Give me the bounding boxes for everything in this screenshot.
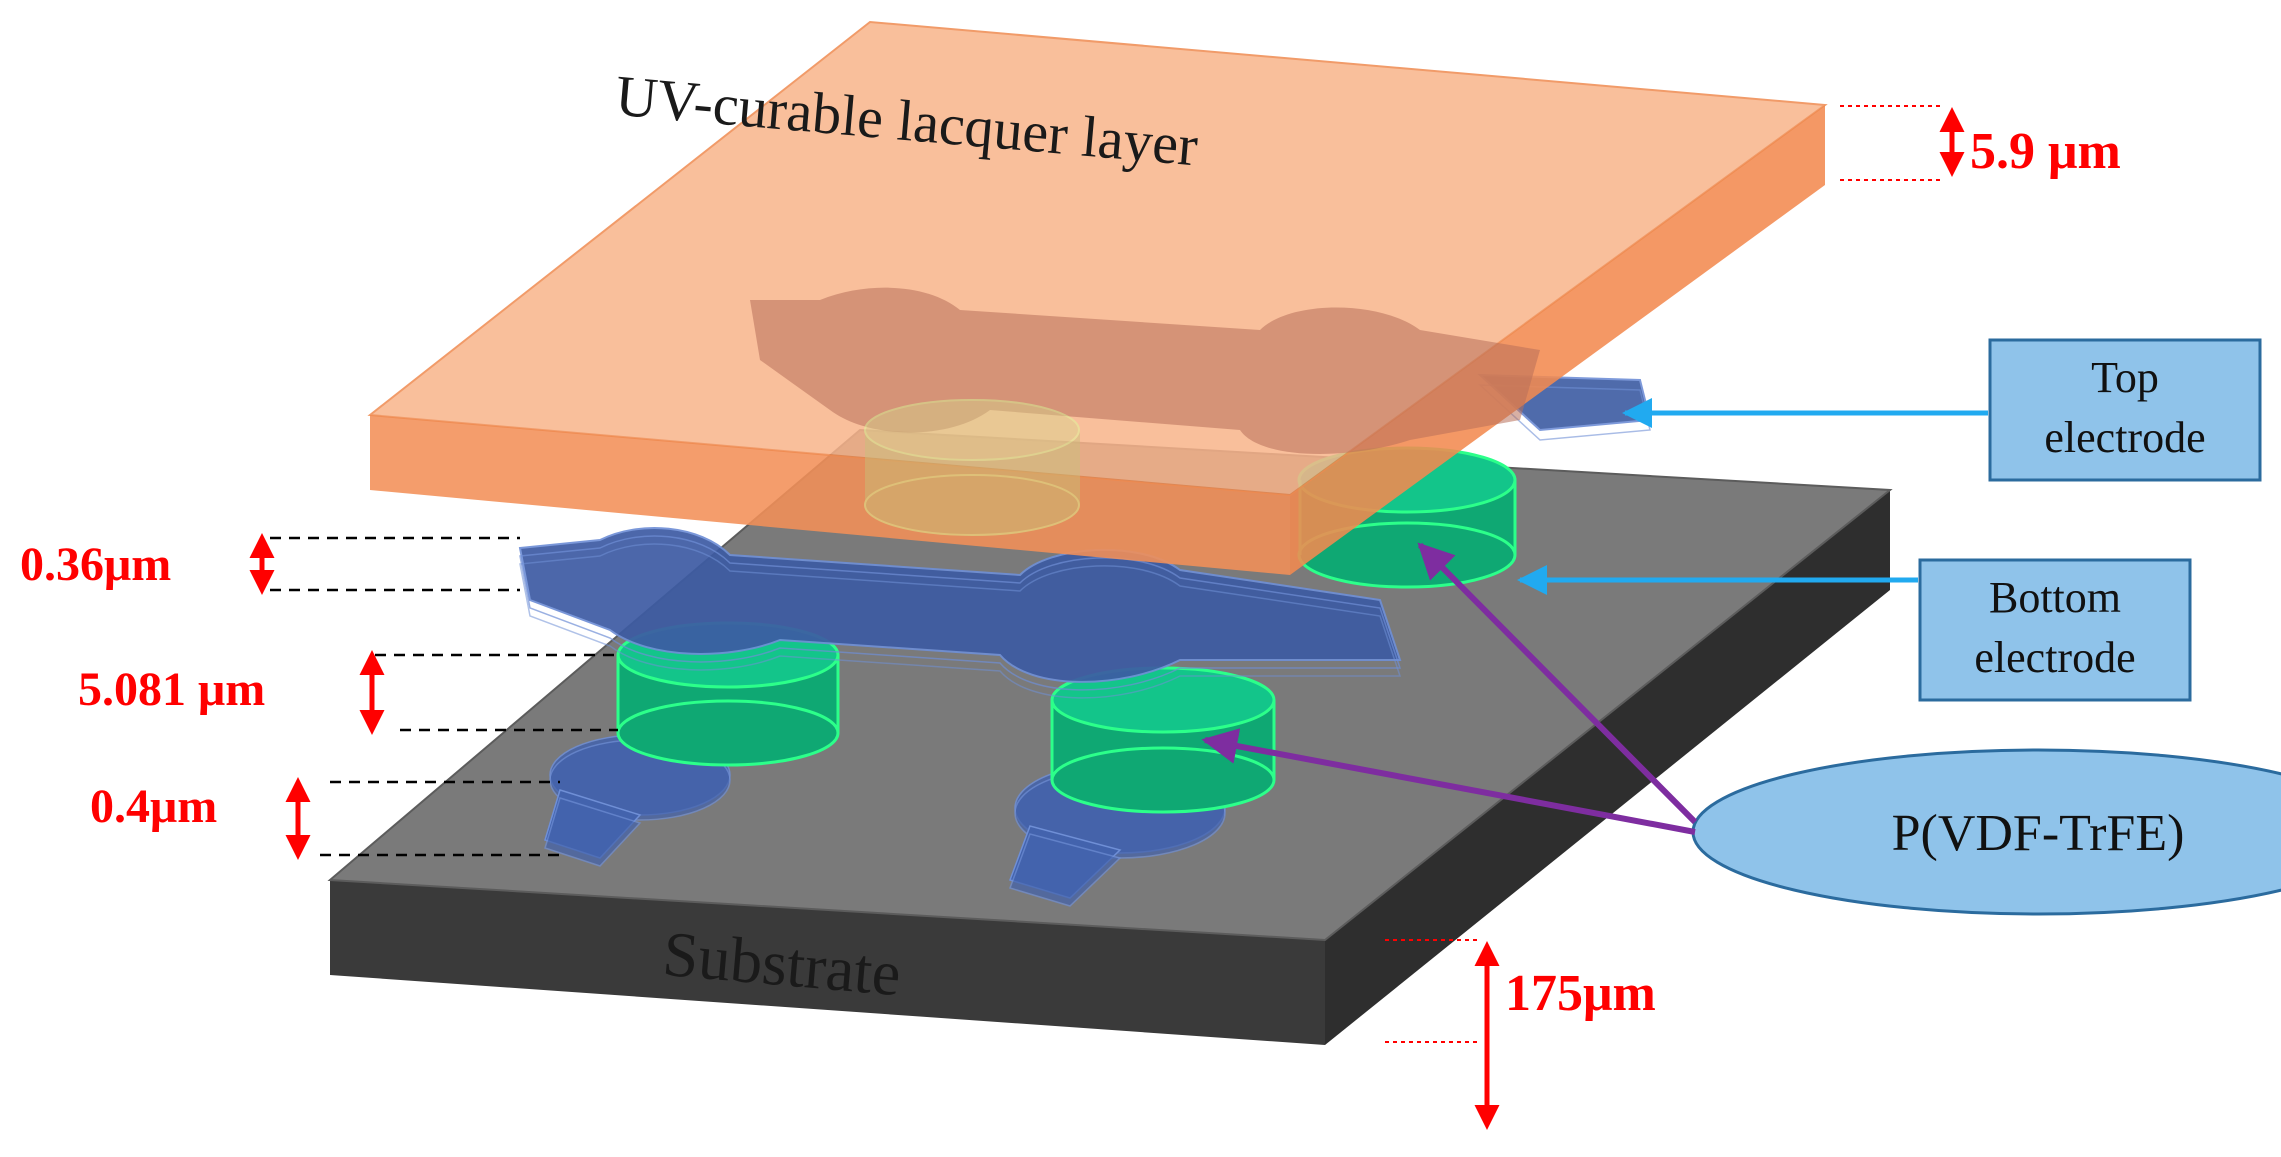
bottom-electrode-callout-box	[1918, 558, 2192, 702]
bottom-electrode-thickness-label: 0.4μm	[90, 780, 217, 833]
top-electrode-callout-line2: electrode	[2044, 413, 2205, 462]
pvdf-arrow-lower	[1201, 728, 1696, 835]
top-electrode-thickness-label: 0.36μm	[20, 538, 171, 591]
lacquer-right-side	[1290, 105, 1825, 575]
lacquer-shadow	[750, 287, 1540, 454]
pvdf-callout: P(VDF-TrFE)	[1691, 748, 2281, 916]
lacquer-thickness-label: 5.9 μm	[1970, 123, 2121, 180]
lacquer-ghost-cylinder	[864, 399, 1080, 536]
bottom-electrode-callout-line1: Bottom	[1989, 573, 2121, 622]
dimension-arrows	[249, 107, 1965, 1130]
substrate-side-right	[1325, 490, 1890, 1045]
substrate-side-front	[330, 880, 1325, 1045]
pvdf-arrow-upper	[1417, 542, 1698, 825]
right-dimension-guides	[1385, 105, 1940, 1043]
lacquer-layer: UV-curable lacquer layer	[367, 20, 1828, 575]
top-electrode-callout-line1: Top	[2091, 353, 2159, 402]
lacquer-top	[367, 20, 1828, 497]
substrate-thickness-label: 175μm	[1505, 965, 1656, 1022]
left-dimension-guides	[270, 536, 618, 857]
pvdf-cylinder-right	[1050, 666, 1276, 814]
bottom-electrode-callout-line2: electrode	[1974, 633, 2135, 682]
top-electrode	[518, 527, 1402, 699]
top-electrode-callout-box	[1988, 338, 2262, 482]
lacquer-front-side	[370, 415, 1290, 575]
bottom-electrode-callout: Bottom electrode	[1918, 558, 2192, 702]
pvdf-thickness-label: 5.081 μm	[78, 663, 265, 716]
top-electrode-callout: Top electrode	[1988, 338, 2262, 482]
pvdf-callout-label: P(VDF-TrFE)	[1892, 805, 2185, 862]
